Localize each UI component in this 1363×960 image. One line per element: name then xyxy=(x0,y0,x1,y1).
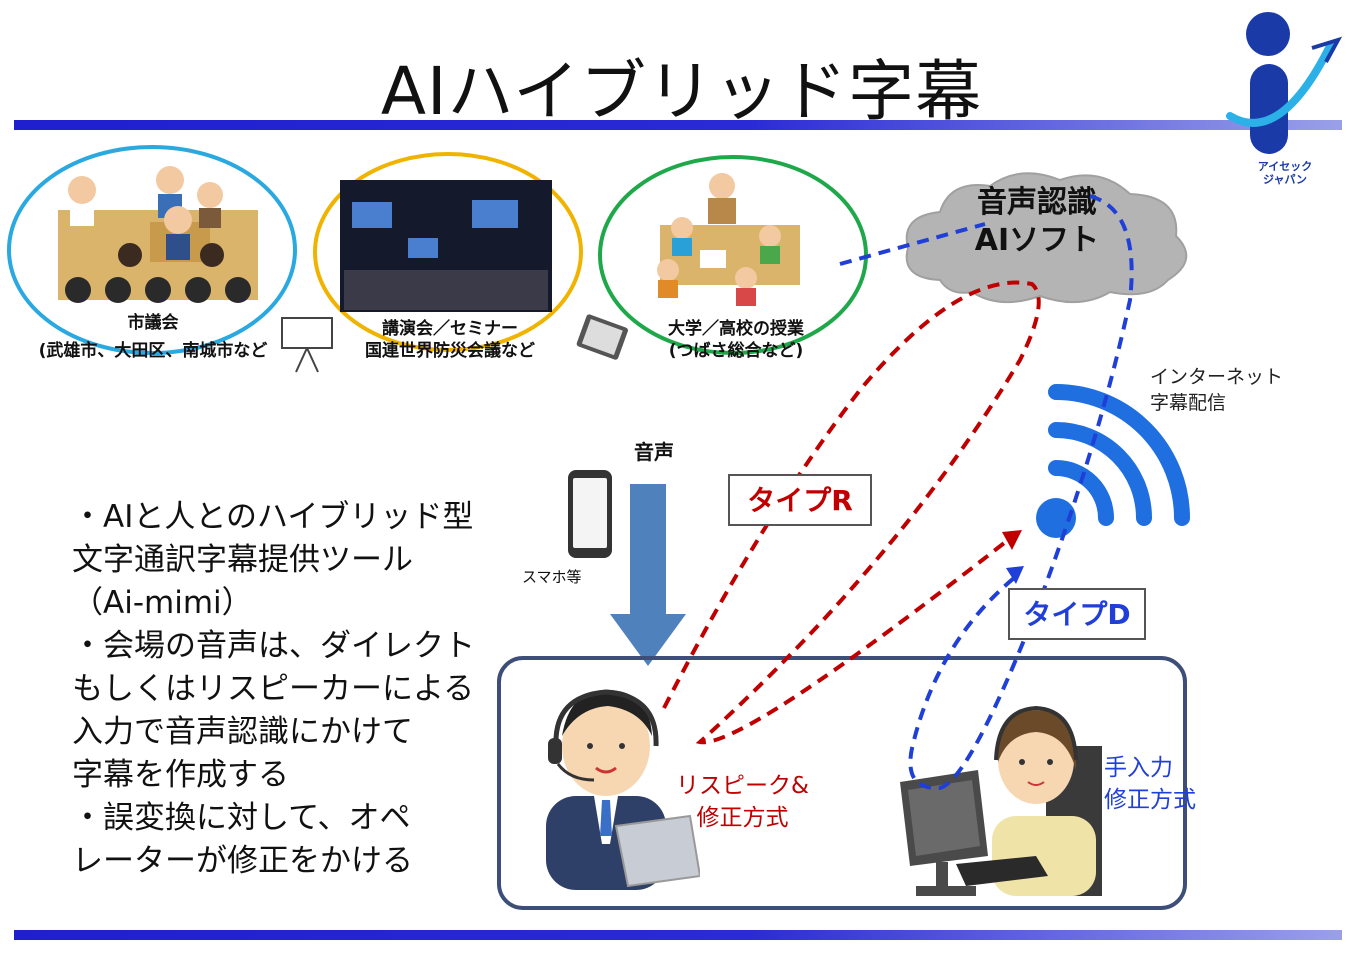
internet-line1: インターネット xyxy=(1150,366,1284,388)
venue-seminar-line1: 講演会／セミナー xyxy=(382,319,518,339)
manual-line1: 手入力 xyxy=(1104,755,1173,781)
aisec-japan-logo-icon xyxy=(1226,12,1343,154)
bottom-rule xyxy=(14,930,1342,940)
venue-council-label: 市議会 (武雄市、大田区、南城市など xyxy=(10,312,296,362)
wifi-icon xyxy=(1036,384,1190,538)
venue-seminar-line2: 国連世界防災会議など xyxy=(365,341,535,361)
venue-classroom-line1: 大学／高校の授業 xyxy=(668,319,804,339)
venue-ellipses xyxy=(7,145,868,373)
top-rule xyxy=(14,120,1342,130)
respeak-line1: リスピーク& xyxy=(676,773,809,799)
description-bullets: ・AIと人とのハイブリッド型 文字通訳字幕提供ツール （Ai-mimi） ・会場… xyxy=(72,496,492,883)
manual-input-operator-illustration xyxy=(900,705,1102,896)
logo-line1: アイセック xyxy=(1257,160,1313,173)
logo-line2: ジャパン xyxy=(1263,173,1307,186)
bullet-line: ・会場の音声は、ダイレクト xyxy=(72,628,475,664)
conference-hall-photo xyxy=(340,180,552,312)
council-meeting-illustration xyxy=(58,166,258,303)
type-d-label: タイプD xyxy=(1008,588,1146,640)
type-d-dashed-line xyxy=(908,194,1134,791)
venue-classroom-label: 大学／高校の授業 (つばさ総合など) xyxy=(636,318,836,362)
cloud-line1: 音声認識 xyxy=(977,185,1097,220)
bullet-line: ・誤変換に対して、オペ xyxy=(72,800,411,836)
voice-label: 音声 xyxy=(634,440,674,464)
internet-line2: 字幕配信 xyxy=(1150,392,1227,414)
page-title: AIハイブリッド字幕 xyxy=(380,53,983,130)
bullet-line: レーターが修正をかける xyxy=(72,843,413,879)
cloud-line2: AIソフト xyxy=(974,223,1100,258)
logo-text: アイセック ジャパン xyxy=(1244,160,1326,186)
type-r-label: タイプR xyxy=(728,474,872,526)
venue-seminar-label: 講演会／セミナー 国連世界防災会議など xyxy=(330,318,570,362)
voice-arrow-and-phone xyxy=(568,470,686,666)
down-arrow-icon xyxy=(610,484,686,666)
projector-screen-icon xyxy=(281,317,333,373)
tablet-icon xyxy=(576,314,628,360)
bullet-line: もしくはリスピーカーによる xyxy=(72,671,475,707)
blue-arrowhead xyxy=(1006,566,1024,584)
operators-box xyxy=(497,656,1187,910)
seminar-ellipse xyxy=(313,152,583,352)
internet-label: インターネット 字幕配信 xyxy=(1150,364,1283,416)
bullet-line: ・AIと人とのハイブリッド型 xyxy=(72,499,474,535)
blue-dashed-line xyxy=(839,222,986,266)
manual-method-label: 手入力 修正方式 xyxy=(1104,752,1196,816)
classroom-illustration xyxy=(657,173,800,306)
bullet-line: 字幕を作成する xyxy=(72,757,289,793)
phone-label: スマホ等 xyxy=(522,568,582,586)
venue-classroom-line2: (つばさ総合など) xyxy=(668,341,804,361)
venue-council-line2: (武雄市、大田区、南城市など xyxy=(38,341,268,361)
respeaker-operator-illustration xyxy=(546,689,700,890)
manual-line2: 修正方式 xyxy=(1104,787,1196,813)
council-ellipse xyxy=(7,145,297,355)
cloud-label: 音声認識 AIソフト xyxy=(928,184,1146,260)
red-arrowhead xyxy=(1002,530,1022,550)
respeak-method-label: リスピーク& 修正方式 xyxy=(676,770,809,834)
bullet-line: 文字通訳字幕提供ツール xyxy=(72,542,413,578)
cloud-icon xyxy=(905,172,1188,304)
bullet-line: （Ai-mimi） xyxy=(72,585,253,621)
respeak-line2: 修正方式 xyxy=(696,805,789,831)
venue-council-line1: 市議会 xyxy=(127,313,179,333)
smartphone-icon xyxy=(568,470,612,558)
bullet-line: 入力で音声認識にかけて xyxy=(72,714,413,750)
